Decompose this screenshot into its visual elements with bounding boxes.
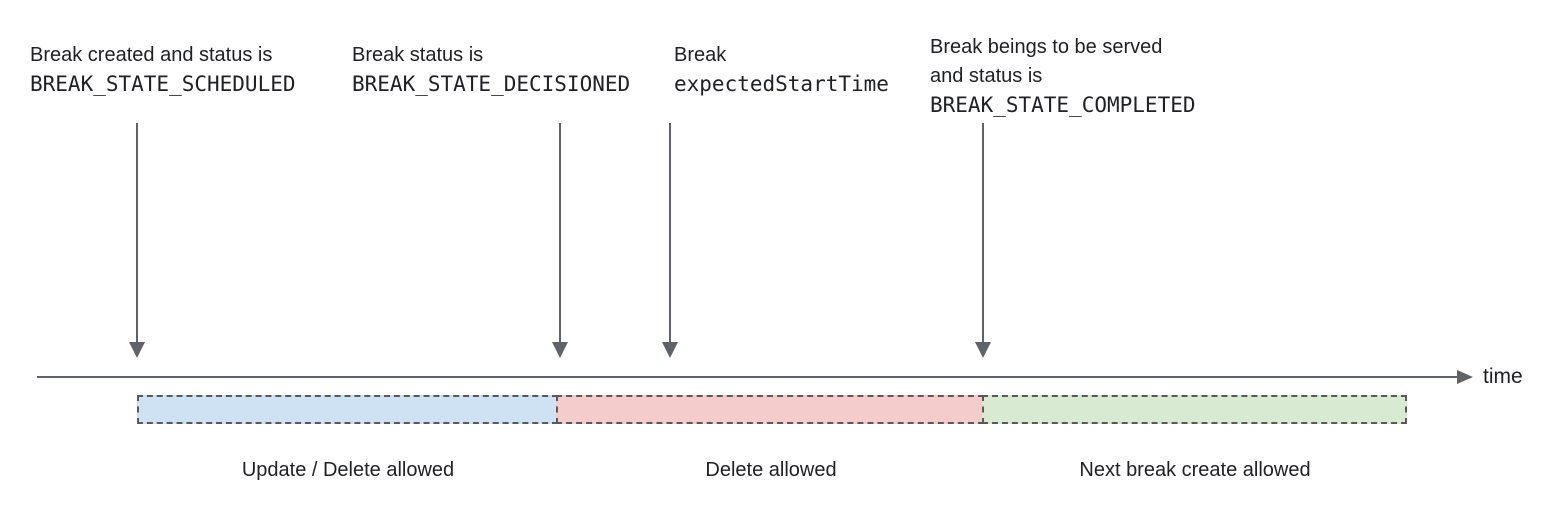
event-arrow-scheduled — [129, 123, 145, 358]
arrow-shaft — [982, 123, 984, 343]
arrow-shaft — [669, 123, 671, 343]
annotation-text: Break created and status is — [30, 44, 273, 66]
time-axis — [37, 376, 1459, 378]
annotation-text: and status is — [930, 65, 1043, 87]
arrow-down-icon — [129, 342, 145, 358]
arrow-shaft — [136, 123, 138, 343]
segment-delete-allowed — [556, 395, 984, 424]
time-axis-label: time — [1483, 365, 1523, 388]
annotation-break-completed: Break beings to be served and status is … — [930, 33, 1196, 120]
annotation-code: BREAK_STATE_COMPLETED — [930, 93, 1196, 117]
annotation-text: Break status is — [352, 44, 484, 66]
event-arrow-completed — [975, 123, 991, 358]
annotation-code: BREAK_STATE_SCHEDULED — [30, 72, 296, 96]
annotation-text: Break beings to be served — [930, 36, 1163, 58]
arrow-down-icon — [552, 342, 568, 358]
event-arrow-expected-start — [662, 123, 678, 358]
arrow-down-icon — [662, 342, 678, 358]
annotation-expected-start-time: Break expectedStartTime — [674, 41, 889, 99]
annotation-code: BREAK_STATE_DECISIONED — [352, 72, 631, 96]
annotation-break-scheduled: Break created and status is BREAK_STATE_… — [30, 41, 296, 99]
segment-next-break-create-allowed — [982, 395, 1407, 424]
arrow-right-icon — [1457, 370, 1473, 384]
annotation-break-decisioned: Break status is BREAK_STATE_DECISIONED — [352, 41, 630, 99]
arrow-down-icon — [975, 342, 991, 358]
event-arrow-decisioned — [552, 123, 568, 358]
arrow-shaft — [559, 123, 561, 343]
segment-caption-update-delete: Update / Delete allowed — [241, 459, 455, 481]
annotation-text: Break — [674, 44, 727, 66]
segment-caption-delete: Delete allowed — [705, 459, 837, 481]
annotation-code: expectedStartTime — [674, 72, 889, 96]
segment-caption-next-break: Next break create allowed — [1079, 459, 1311, 481]
segment-update-delete-allowed — [137, 395, 558, 424]
